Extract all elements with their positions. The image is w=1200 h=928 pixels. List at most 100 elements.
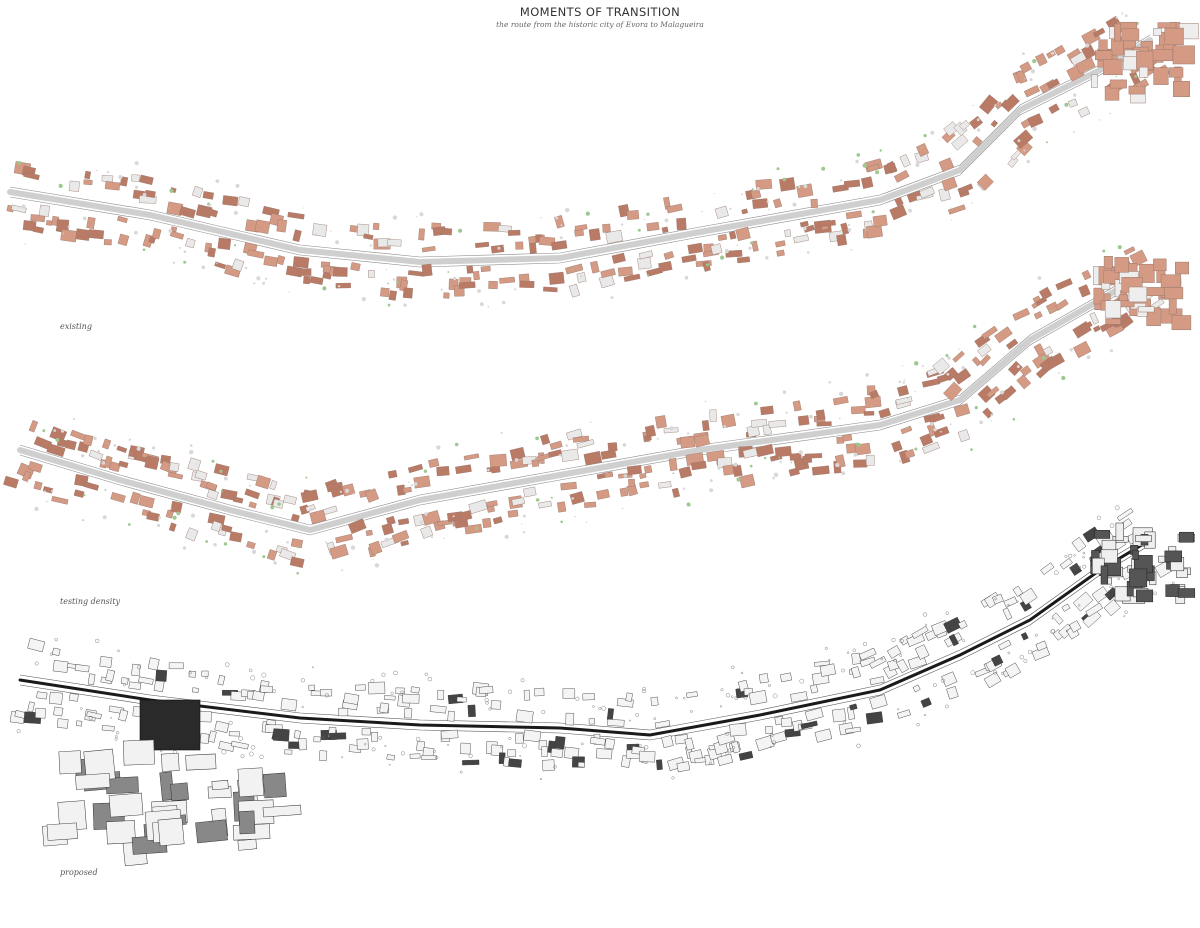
building-block [83, 179, 93, 186]
building-block [607, 442, 618, 452]
street-line [7, 37, 1153, 266]
texture-mark [392, 278, 396, 281]
building-block [128, 681, 142, 690]
historic-block [1105, 318, 1121, 325]
texture-mark [1123, 615, 1126, 618]
building-block [368, 681, 386, 695]
texture-mark [541, 710, 546, 714]
building-block [420, 525, 434, 539]
historic-block [1132, 550, 1139, 560]
building-block [869, 694, 888, 710]
building-block [3, 475, 19, 489]
building-block [998, 639, 1012, 651]
texture-mark [387, 303, 391, 307]
texture-mark [259, 754, 264, 759]
building-block [217, 237, 232, 250]
texture-mark [949, 423, 952, 426]
texture-mark [571, 497, 574, 500]
texture-mark [223, 542, 228, 546]
texture-mark [1134, 75, 1138, 78]
texture-mark [352, 493, 355, 495]
building-block [139, 174, 154, 186]
texture-mark [748, 246, 752, 250]
building-block [604, 738, 615, 750]
texture-mark [238, 736, 243, 741]
building-block [991, 654, 1004, 667]
building-block [595, 748, 613, 760]
texture-mark [945, 611, 949, 615]
building-block [768, 419, 787, 428]
building-block [1003, 596, 1018, 608]
texture-mark [270, 505, 275, 510]
building-block [572, 435, 590, 443]
building-block [244, 488, 261, 500]
texture-mark [34, 661, 39, 666]
texture-mark [838, 417, 841, 420]
texture-mark [152, 446, 156, 450]
texture-mark [675, 696, 678, 700]
texture-mark [211, 459, 215, 463]
texture-mark [134, 230, 138, 235]
building-block [73, 489, 85, 498]
building-block [1092, 27, 1106, 38]
building-block [309, 509, 327, 525]
texture-mark [296, 572, 300, 575]
texture-mark [321, 735, 325, 739]
texture-mark [841, 471, 846, 476]
building-block [468, 499, 488, 515]
street-edge [19, 534, 1151, 731]
building-block [410, 686, 420, 694]
texture-mark [863, 641, 868, 646]
texture-mark [684, 275, 689, 280]
building-block [46, 443, 66, 457]
texture-mark [21, 204, 26, 209]
building-block [402, 693, 420, 704]
texture-mark [312, 222, 315, 224]
building-block [86, 216, 96, 230]
building-block [583, 501, 597, 508]
texture-mark [419, 520, 423, 524]
texture-mark [118, 175, 123, 180]
texture-mark [168, 208, 170, 210]
building-block [232, 496, 244, 504]
texture-mark [53, 429, 56, 432]
building-block [865, 454, 875, 466]
texture-mark [875, 170, 880, 175]
texture-mark [705, 263, 709, 267]
texture-mark [847, 223, 851, 227]
building-block [755, 443, 774, 458]
texture-mark [335, 240, 340, 245]
building-block [671, 487, 681, 498]
texture-mark [945, 354, 949, 357]
building-block [858, 647, 877, 661]
building-block [185, 527, 199, 542]
texture-mark [589, 421, 592, 423]
building-block [957, 620, 968, 630]
building-block [550, 748, 564, 758]
texture-mark [1037, 276, 1042, 280]
texture-mark [364, 743, 367, 746]
texture-mark [915, 162, 920, 168]
building-block [35, 707, 46, 719]
building-block [976, 173, 994, 191]
building-block [290, 513, 300, 523]
building-block [387, 238, 402, 247]
building-block [541, 746, 548, 757]
building-block [1020, 632, 1029, 641]
texture-mark [390, 691, 394, 695]
building-block [523, 729, 542, 743]
texture-mark [930, 130, 935, 135]
building-block [1071, 536, 1087, 553]
building-block [407, 463, 424, 474]
texture-mark [1029, 78, 1033, 82]
building-block [509, 446, 526, 461]
texture-mark [620, 223, 624, 226]
building-block [230, 740, 249, 750]
building-block [147, 657, 160, 671]
texture-mark [635, 713, 640, 717]
texture-mark [1073, 93, 1077, 97]
texture-mark [142, 248, 146, 251]
building-block [1068, 620, 1082, 633]
building-block [739, 473, 756, 489]
texture-mark [454, 442, 459, 447]
